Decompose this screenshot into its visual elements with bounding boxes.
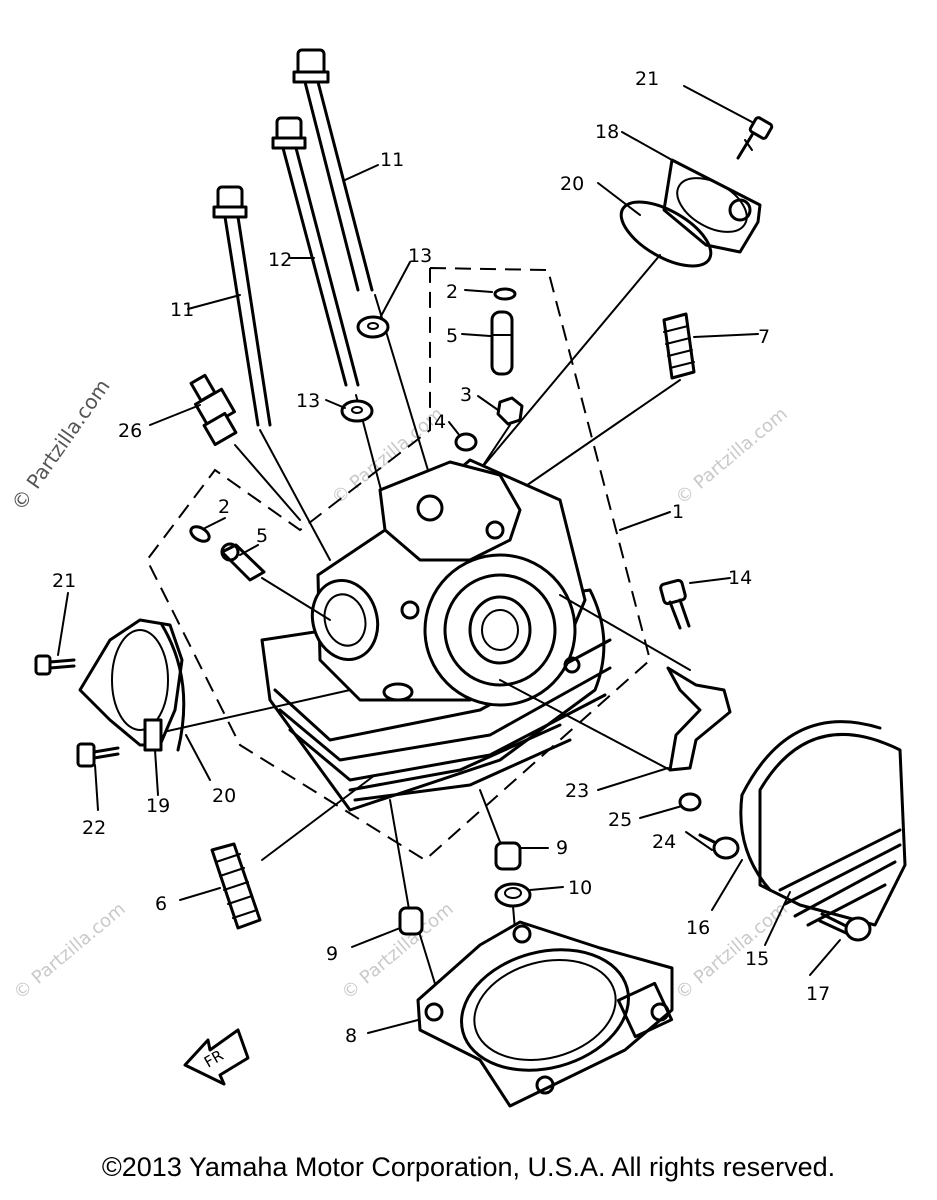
cover-18 (662, 158, 762, 254)
callout-21-top: 21 (635, 68, 659, 90)
callout-2-upper: 2 (446, 281, 458, 303)
callout-20-top: 20 (560, 173, 584, 195)
gasket-16 (739, 720, 882, 892)
bracket-23 (666, 666, 732, 772)
callout-17: 17 (806, 983, 830, 1005)
washer-13-upper (356, 315, 390, 339)
bolt-24 (698, 833, 740, 860)
guide-5-left (220, 542, 331, 621)
washer-13-lower (340, 399, 374, 423)
plug-4 (454, 432, 478, 452)
bolt-21-top (736, 116, 774, 160)
callout-1: 1 (672, 501, 684, 523)
callout-5-left: 5 (256, 525, 268, 547)
callout-25: 25 (608, 809, 632, 831)
guide-5-upper (490, 310, 514, 376)
callout-5-upper: 5 (446, 325, 458, 347)
callout-7: 7 (758, 326, 770, 348)
callout-6: 6 (155, 893, 167, 915)
cover-19 (78, 618, 184, 752)
bolt-14 (659, 578, 691, 630)
callout-4: 4 (434, 411, 446, 433)
callout-26: 26 (118, 420, 142, 442)
callout-14: 14 (728, 567, 752, 589)
callout-20-left: 20 (212, 785, 236, 807)
bolt-17 (818, 912, 872, 942)
spring-7 (519, 312, 696, 491)
front-arrow-icon: FR (183, 1028, 250, 1086)
callout-13-upper: 13 (408, 245, 432, 267)
callout-11-left: 11 (170, 299, 194, 321)
oring-20-top (479, 200, 713, 471)
callout-22: 22 (82, 817, 106, 839)
callout-15: 15 (745, 948, 769, 970)
callout-numbers: 21 18 20 11 12 13 2 11 5 7 3 13 4 26 1 2… (52, 68, 830, 1047)
side-cover-15 (758, 732, 907, 927)
callout-8: 8 (345, 1025, 357, 1047)
circlip-2-left (189, 525, 211, 543)
watermark: © Partzilla.com (672, 403, 792, 508)
circlip-2-upper (493, 287, 517, 301)
callout-11-right: 11 (380, 149, 404, 171)
callout-23: 23 (565, 780, 589, 802)
bolt-21-left (34, 654, 76, 676)
spark-plug-26 (189, 373, 301, 521)
copyright-footer: ©2013 Yamaha Motor Corporation, U.S.A. A… (101, 1152, 836, 1182)
washer-25 (678, 792, 702, 812)
callout-12: 12 (268, 249, 292, 271)
ring-10 (494, 882, 532, 931)
bolt-22 (76, 742, 120, 768)
bolt-12 (271, 116, 360, 387)
dowel-9-left (398, 906, 424, 936)
callout-3: 3 (460, 384, 472, 406)
head-gasket-8 (416, 920, 674, 1108)
dowel-9-right (494, 841, 522, 871)
watermark: © Partzilla.com (672, 898, 792, 1003)
callout-2-left: 2 (218, 496, 230, 518)
callout-19: 19 (146, 795, 170, 817)
bolt-11-right (292, 48, 374, 292)
watermark: © Partzilla.com (10, 898, 130, 1003)
cylinder-head (260, 458, 612, 812)
callout-9-right: 9 (556, 837, 568, 859)
callout-10: 10 (568, 877, 592, 899)
spring-6 (210, 842, 262, 930)
callout-21-left: 21 (52, 570, 76, 592)
callout-9-left: 9 (326, 943, 338, 965)
callout-13-lower: 13 (296, 390, 320, 412)
callout-16: 16 (686, 917, 710, 939)
callout-18: 18 (595, 121, 619, 143)
oring-20-left (160, 623, 186, 752)
watermark-main: © Partzilla.com (6, 375, 114, 515)
nut-3 (496, 396, 524, 426)
bolt-11-left (212, 185, 272, 427)
callout-24: 24 (652, 831, 676, 853)
callout-leaders (57, 85, 841, 1034)
